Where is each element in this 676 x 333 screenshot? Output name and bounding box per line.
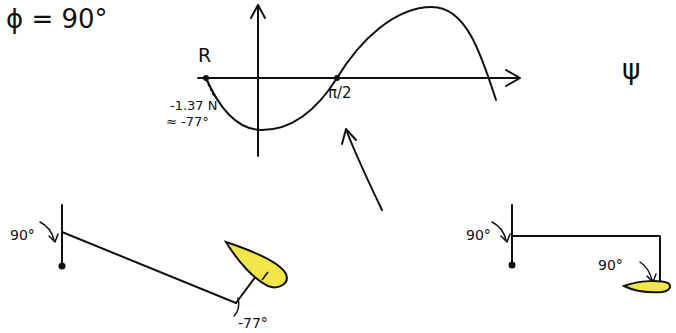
- force-value: -1.37 N: [170, 99, 218, 112]
- point-label: R: [198, 46, 211, 65]
- angle-value: ≈ -77°: [166, 115, 209, 128]
- angle-heading: ϕ = 90°: [6, 6, 108, 32]
- arm: [62, 232, 236, 303]
- angle-label: 90°: [466, 228, 491, 242]
- axis-label: ψ: [622, 56, 640, 84]
- psi-axis: [198, 77, 518, 79]
- angle-arc: [492, 222, 506, 240]
- point-dot: [334, 75, 340, 81]
- pole: [61, 205, 63, 266]
- angle-arc: [234, 298, 239, 316]
- pointer-arrowhead: [342, 129, 356, 144]
- airfoil: [226, 242, 287, 287]
- pivot-dot: [509, 262, 516, 269]
- angle-label: 90°: [10, 228, 35, 242]
- axis-tick: π/2: [328, 86, 352, 101]
- angle-arrowhead: [49, 234, 58, 242]
- arm: [512, 236, 660, 282]
- airfoil: [624, 281, 670, 292]
- pivot-dot: [59, 263, 66, 270]
- leader-line: [206, 80, 214, 96]
- angle-arrowhead: [501, 234, 510, 242]
- angle-label: -77°: [238, 316, 268, 330]
- angle-arc: [40, 222, 54, 240]
- point-dot: [203, 75, 209, 81]
- foil-mark: [262, 272, 268, 280]
- force-curve: [206, 7, 496, 130]
- angle-label: 90°: [598, 258, 623, 272]
- vertical-axis: [257, 6, 259, 156]
- angle-arc: [640, 262, 652, 280]
- strut: [236, 276, 256, 303]
- pointer-arrow: [347, 132, 382, 210]
- axis-arrowhead: [251, 5, 265, 18]
- axis-arrowhead: [506, 70, 520, 86]
